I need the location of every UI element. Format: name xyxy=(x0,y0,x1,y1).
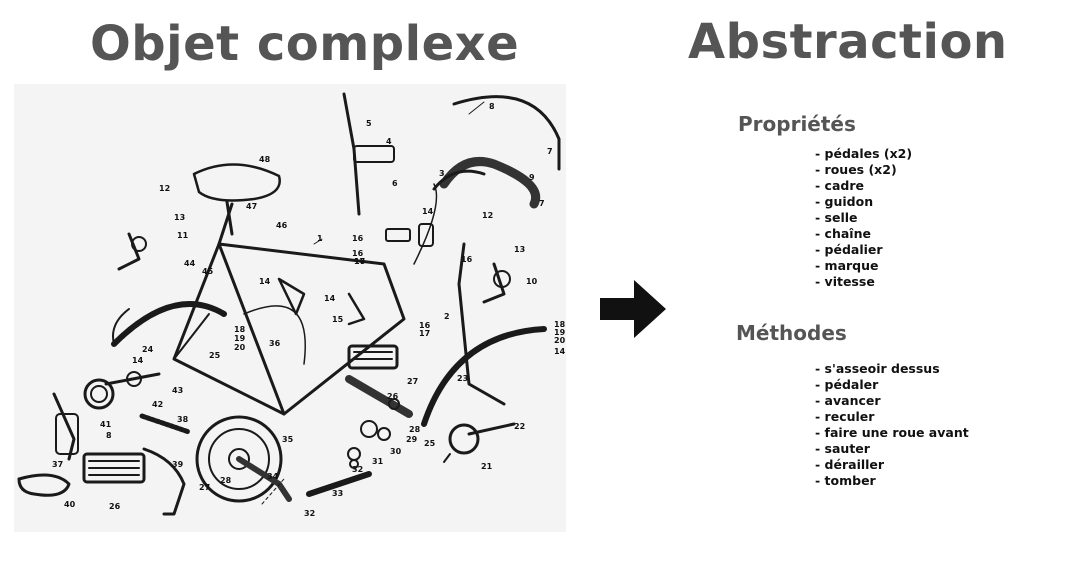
svg-text:8: 8 xyxy=(489,102,495,111)
svg-text:7: 7 xyxy=(539,199,545,208)
svg-text:7: 7 xyxy=(547,147,553,156)
svg-text:16: 16 xyxy=(354,257,366,266)
svg-text:28: 28 xyxy=(220,476,232,485)
property-item: roues (x2) xyxy=(815,162,912,178)
method-item: s'asseoir dessus xyxy=(815,361,969,377)
svg-text:19: 19 xyxy=(234,334,246,343)
svg-text:26: 26 xyxy=(109,502,121,511)
svg-text:48: 48 xyxy=(259,155,271,164)
svg-text:12: 12 xyxy=(482,211,493,220)
bicycle-exploded-diagram: 48 1 8 5 4 6 3 7 9 7 12 13 11 47 46 44 4… xyxy=(14,84,566,532)
svg-text:32: 32 xyxy=(352,465,363,474)
svg-text:14: 14 xyxy=(324,294,336,303)
svg-text:1: 1 xyxy=(317,234,323,243)
svg-text:38: 38 xyxy=(177,415,189,424)
svg-text:46: 46 xyxy=(276,221,288,230)
svg-text:24: 24 xyxy=(142,345,154,354)
svg-text:39: 39 xyxy=(172,460,184,469)
property-item: pédalier xyxy=(815,242,912,258)
method-item: dérailler xyxy=(815,457,969,473)
svg-text:10: 10 xyxy=(526,277,538,286)
svg-text:19: 19 xyxy=(554,328,566,337)
svg-text:43: 43 xyxy=(172,386,183,395)
svg-text:16: 16 xyxy=(352,234,364,243)
svg-text:21: 21 xyxy=(481,462,493,471)
svg-text:13: 13 xyxy=(174,213,185,222)
left-title: Objet complexe xyxy=(90,16,520,72)
svg-text:17: 17 xyxy=(354,257,365,266)
svg-text:20: 20 xyxy=(234,343,246,352)
svg-text:11: 11 xyxy=(177,231,189,240)
properties-list: pédales (x2) roues (x2) cadre guidon sel… xyxy=(815,146,913,290)
bicycle-diagram-icon: 48 1 8 5 4 6 3 7 9 7 12 13 11 47 46 44 4… xyxy=(17,92,566,518)
svg-text:4: 4 xyxy=(386,137,392,146)
svg-text:27: 27 xyxy=(199,483,210,492)
method-item: reculer xyxy=(815,409,969,425)
svg-text:23: 23 xyxy=(457,374,468,383)
methods-list: s'asseoir dessus pédaler avancer reculer… xyxy=(815,361,969,489)
svg-text:27: 27 xyxy=(407,377,418,386)
properties-title: Propriétés xyxy=(738,112,856,136)
svg-text:14: 14 xyxy=(259,277,271,286)
svg-text:29: 29 xyxy=(406,435,418,444)
property-item: chaîne xyxy=(815,226,912,242)
svg-text:26: 26 xyxy=(387,392,399,401)
method-item: sauter xyxy=(815,441,969,457)
property-item: vitesse xyxy=(815,274,912,290)
svg-text:3: 3 xyxy=(439,169,445,178)
svg-text:16: 16 xyxy=(461,255,473,264)
method-item: pédaler xyxy=(815,377,969,393)
methods-title: Méthodes xyxy=(736,321,847,345)
property-item: cadre xyxy=(815,178,912,194)
svg-text:14: 14 xyxy=(422,207,434,216)
svg-text:18: 18 xyxy=(554,320,566,329)
svg-text:40: 40 xyxy=(64,500,76,509)
svg-text:25: 25 xyxy=(209,351,221,360)
property-item: guidon xyxy=(815,194,912,210)
svg-text:44: 44 xyxy=(184,259,196,268)
property-item: selle xyxy=(815,210,912,226)
svg-text:22: 22 xyxy=(514,422,525,431)
right-arrow-icon xyxy=(600,280,666,342)
svg-text:41: 41 xyxy=(100,420,112,429)
svg-text:34: 34 xyxy=(267,472,279,481)
svg-text:42: 42 xyxy=(152,400,163,409)
method-item: tomber xyxy=(815,473,969,489)
svg-text:32: 32 xyxy=(304,509,315,518)
svg-text:14: 14 xyxy=(554,347,566,356)
svg-text:47: 47 xyxy=(246,202,257,211)
svg-text:5: 5 xyxy=(366,119,372,128)
svg-text:2: 2 xyxy=(444,312,450,321)
svg-text:15: 15 xyxy=(332,315,344,324)
svg-text:13: 13 xyxy=(514,245,525,254)
svg-text:14: 14 xyxy=(132,356,144,365)
svg-text:17: 17 xyxy=(419,329,430,338)
property-item: pédales (x2) xyxy=(815,146,913,162)
svg-text:16: 16 xyxy=(352,249,364,258)
svg-text:20: 20 xyxy=(554,336,566,345)
svg-text:31: 31 xyxy=(372,457,384,466)
svg-text:9: 9 xyxy=(529,173,535,182)
svg-text:16: 16 xyxy=(419,321,431,330)
right-title: Abstraction xyxy=(688,14,1008,70)
svg-text:25: 25 xyxy=(424,439,436,448)
svg-text:28: 28 xyxy=(409,425,421,434)
method-item: avancer xyxy=(815,393,969,409)
property-item: marque xyxy=(815,258,912,274)
svg-text:12: 12 xyxy=(159,184,170,193)
svg-text:35: 35 xyxy=(282,435,294,444)
svg-text:6: 6 xyxy=(392,179,398,188)
svg-text:30: 30 xyxy=(390,447,402,456)
svg-text:37: 37 xyxy=(52,460,63,469)
svg-text:45: 45 xyxy=(202,267,214,276)
svg-text:18: 18 xyxy=(234,325,246,334)
method-item: faire une roue avant xyxy=(815,425,969,441)
svg-text:8: 8 xyxy=(106,431,112,440)
svg-text:36: 36 xyxy=(269,339,281,348)
svg-text:33: 33 xyxy=(332,489,343,498)
